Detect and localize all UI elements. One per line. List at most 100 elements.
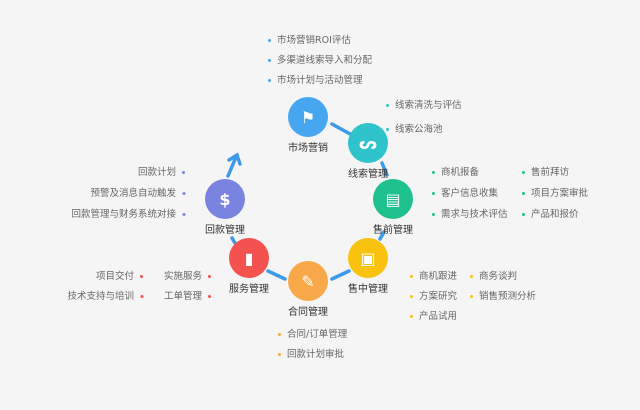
list-item-text: 工单管理 bbox=[163, 291, 202, 302]
list-item-text: 回款计划 bbox=[137, 167, 176, 178]
list-item-text: 商机报备 bbox=[441, 167, 480, 178]
list-item-text: 线索清洗与评估 bbox=[395, 100, 462, 111]
list-item: 合同/订单管理 bbox=[272, 329, 347, 341]
list-item: 回款计划审批 bbox=[272, 349, 344, 361]
bullet-icon bbox=[268, 39, 271, 42]
bullet-icon bbox=[278, 353, 281, 356]
bullet-icon bbox=[208, 275, 211, 278]
bullet-icon bbox=[386, 128, 389, 131]
list-item: 方案研究 bbox=[404, 291, 457, 303]
list-item: 技术支持与培训 bbox=[67, 291, 149, 303]
list-item: 售前拜访 bbox=[516, 167, 569, 179]
contract-star-icon: ✎ bbox=[301, 271, 315, 291]
bullet-icon bbox=[470, 275, 473, 278]
bullet-icon bbox=[410, 315, 413, 318]
bullet-icon bbox=[470, 295, 473, 298]
bullet-icon bbox=[432, 213, 435, 216]
list-item: 多渠道线索导入和分配 bbox=[262, 55, 372, 67]
node-5: ▮ bbox=[229, 238, 269, 278]
list-item: 产品试用 bbox=[404, 311, 457, 323]
node-1: ᔕ bbox=[348, 123, 388, 163]
connector bbox=[266, 269, 287, 281]
list-item-text: 项目交付 bbox=[95, 271, 134, 282]
list-item-text: 客户信息收集 bbox=[441, 188, 499, 199]
book-icon: ▮ bbox=[244, 248, 254, 268]
list-item: 工单管理 bbox=[164, 291, 217, 303]
list-item: 产品和报价 bbox=[516, 209, 579, 221]
connector bbox=[380, 161, 389, 177]
list-item-text: 需求与技术评估 bbox=[441, 209, 508, 220]
bullet-icon bbox=[522, 171, 525, 174]
bullet-icon bbox=[386, 104, 389, 107]
bullet-icon bbox=[432, 171, 435, 174]
list-item: 需求与技术评估 bbox=[426, 209, 508, 221]
list-item-text: 线索公海池 bbox=[395, 124, 443, 135]
list-item: 回款计划 bbox=[138, 167, 191, 179]
list-item-text: 商务谈判 bbox=[479, 271, 518, 282]
node-label: 合同管理 bbox=[288, 307, 328, 318]
node-label: 线索管理 bbox=[348, 169, 388, 180]
bullet-icon bbox=[182, 171, 185, 174]
list-item: 项目交付 bbox=[96, 271, 149, 283]
node-2: ▤ bbox=[373, 179, 413, 219]
bullet-icon bbox=[522, 213, 525, 216]
node-label: 市场营销 bbox=[288, 143, 328, 154]
list-item: 销售预测分析 bbox=[464, 291, 536, 303]
connector bbox=[330, 122, 352, 136]
bullet-icon bbox=[410, 275, 413, 278]
list-item-text: 多渠道线索导入和分配 bbox=[277, 55, 373, 66]
connector bbox=[230, 236, 237, 245]
bullet-icon bbox=[268, 59, 271, 62]
list-item: 商机报备 bbox=[426, 167, 479, 179]
node-0: ⚑ bbox=[288, 97, 328, 137]
bullet-icon bbox=[278, 333, 281, 336]
list-item: 市场计划与活动管理 bbox=[262, 75, 363, 87]
node-3: ▣ bbox=[348, 238, 388, 278]
list-item-text: 项目方案审批 bbox=[531, 188, 589, 199]
list-item-text: 回款计划审批 bbox=[287, 349, 345, 360]
list-item: 项目方案审批 bbox=[516, 188, 588, 200]
bullet-icon bbox=[208, 295, 211, 298]
bullet-icon bbox=[432, 192, 435, 195]
list-item: 回款管理与财务系统对接 bbox=[71, 209, 191, 221]
connector bbox=[330, 269, 351, 281]
list-item: 预警及消息自动触发 bbox=[90, 188, 191, 200]
list-item-text: 产品和报价 bbox=[531, 209, 579, 220]
connector bbox=[378, 230, 386, 241]
flag-icon: ⚑ bbox=[300, 107, 316, 127]
list-item-text: 销售预测分析 bbox=[479, 291, 537, 302]
list-item: 商机跟进 bbox=[404, 271, 457, 283]
list-item-text: 合同/订单管理 bbox=[287, 329, 348, 340]
node-6: $ bbox=[205, 179, 245, 219]
list-item: 商务谈判 bbox=[464, 271, 517, 283]
bullet-icon bbox=[268, 79, 271, 82]
link-icon: ᔕ bbox=[358, 133, 378, 153]
list-item-text: 市场营销ROI评估 bbox=[277, 35, 351, 46]
bullet-icon bbox=[140, 275, 143, 278]
node-label: 回款管理 bbox=[205, 225, 245, 236]
list-item-text: 预警及消息自动触发 bbox=[90, 188, 176, 199]
node-label: 服务管理 bbox=[229, 284, 269, 295]
arrow-shaft bbox=[226, 155, 238, 178]
bullet-icon bbox=[182, 213, 185, 216]
list-item-text: 售前拜访 bbox=[531, 167, 570, 178]
document-clock-icon: ▤ bbox=[385, 189, 401, 209]
bullet-icon bbox=[522, 192, 525, 195]
arrow-head-icon bbox=[227, 152, 242, 166]
list-item-text: 商机跟进 bbox=[419, 271, 458, 282]
list-item: 线索公海池 bbox=[380, 124, 443, 136]
node-label: 售前管理 bbox=[373, 225, 413, 236]
list-item-text: 市场计划与活动管理 bbox=[277, 75, 363, 86]
list-item: 市场营销ROI评估 bbox=[262, 35, 351, 47]
bullet-icon bbox=[410, 295, 413, 298]
node-4: ✎ bbox=[288, 261, 328, 301]
list-item: 线索清洗与评估 bbox=[380, 100, 462, 112]
bookmark-box-icon: ▣ bbox=[360, 248, 376, 268]
node-label: 售中管理 bbox=[348, 284, 388, 295]
list-item-text: 技术支持与培训 bbox=[67, 291, 134, 302]
list-item: 客户信息收集 bbox=[426, 188, 498, 200]
list-item-text: 回款管理与财务系统对接 bbox=[71, 209, 176, 220]
bullet-icon bbox=[182, 192, 185, 195]
